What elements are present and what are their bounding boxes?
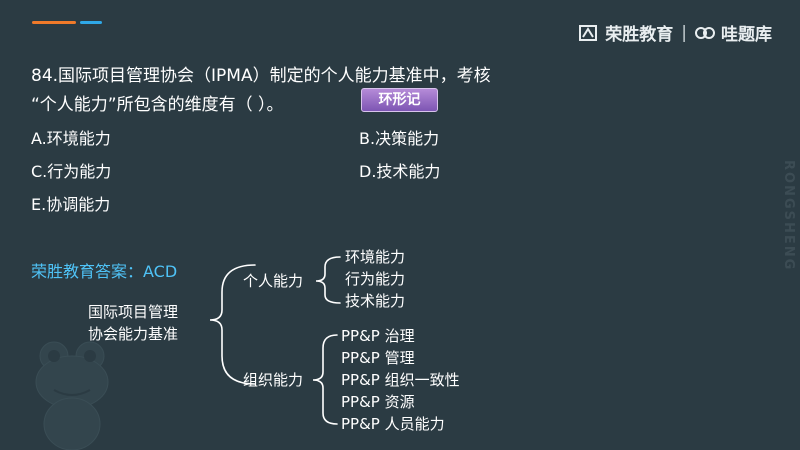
option-d[interactable]: D.技术能力 [359,162,441,181]
option-a[interactable]: A.环境能力 [31,129,111,148]
mnemonic-tag: 环形记 [361,88,438,112]
brand-header: 荣胜教育 | 哇题库 [579,20,772,45]
brand-name-rongsheng: 荣胜教育 [605,25,674,45]
question-line-2: “个人能力”所包含的维度有（ ）。 [31,95,284,115]
tree-root-line-1: 国际项目管理 [88,303,179,321]
tree-root: 国际项目管理 协会能力基准 [88,301,178,345]
answer-text: 荣胜教育答案：ACD [31,262,178,281]
accent-bar-blue [80,21,102,24]
branch2-brace [312,334,338,425]
branch-organization-item: PP&P 管理 [341,349,415,367]
branch-organization-item: PP&P 组织一致性 [341,371,460,389]
tree-root-line-2: 协会能力基准 [88,325,179,343]
branch-personal-label: 个人能力 [243,272,304,290]
option-c[interactable]: C.行为能力 [31,162,112,181]
rongsheng-logo-icon [579,24,598,41]
branch-personal-item: 技术能力 [345,292,406,310]
root-brace [209,264,256,385]
option-b[interactable]: B.决策能力 [359,129,440,148]
watiku-logo-icon [695,26,715,39]
brand-separator: | [681,22,687,43]
accent-bar-orange [32,21,76,24]
branch-organization-item: PP&P 治理 [341,327,415,345]
option-e[interactable]: E.协调能力 [31,195,111,214]
branch-personal-item: 行为能力 [345,270,406,288]
frog-mascot-icon [35,341,109,450]
watermark: RONGSHENG [781,160,796,272]
branch-organization-label: 组织能力 [243,371,304,389]
branch1-brace [315,256,341,304]
question-line-1: 84.国际项目管理协会（IPMA）制定的个人能力基准中，考核 [31,66,491,86]
branch-personal-item: 环境能力 [345,248,406,266]
brand-name-watiku: 哇题库 [721,25,772,45]
branch-organization-item: PP&P 人员能力 [341,415,445,433]
branch-organization-item: PP&P 资源 [341,393,415,411]
